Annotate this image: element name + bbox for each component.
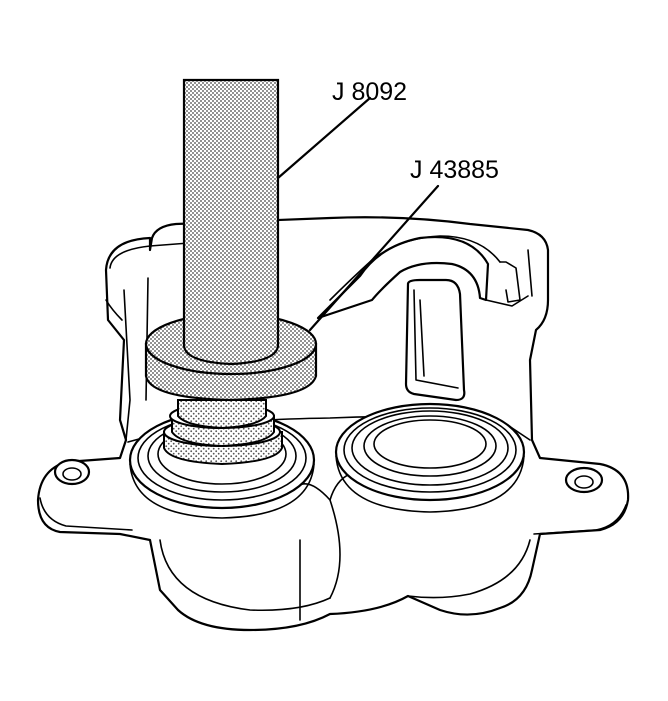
- leader-line-j8092: [276, 96, 372, 180]
- leader-line-j43885: [308, 184, 440, 332]
- left-mounting-ear: [39, 458, 133, 531]
- label-j8092: J 8092: [332, 78, 407, 106]
- right-piston-bore: [334, 402, 526, 513]
- caliper-body: [36, 216, 630, 632]
- right-mounting-ear: [533, 466, 627, 535]
- dust-boot-seal: [163, 399, 283, 466]
- label-j43885: J 43885: [410, 156, 499, 184]
- piston-bore-slot: [404, 278, 466, 402]
- handle-j8092: [182, 78, 280, 366]
